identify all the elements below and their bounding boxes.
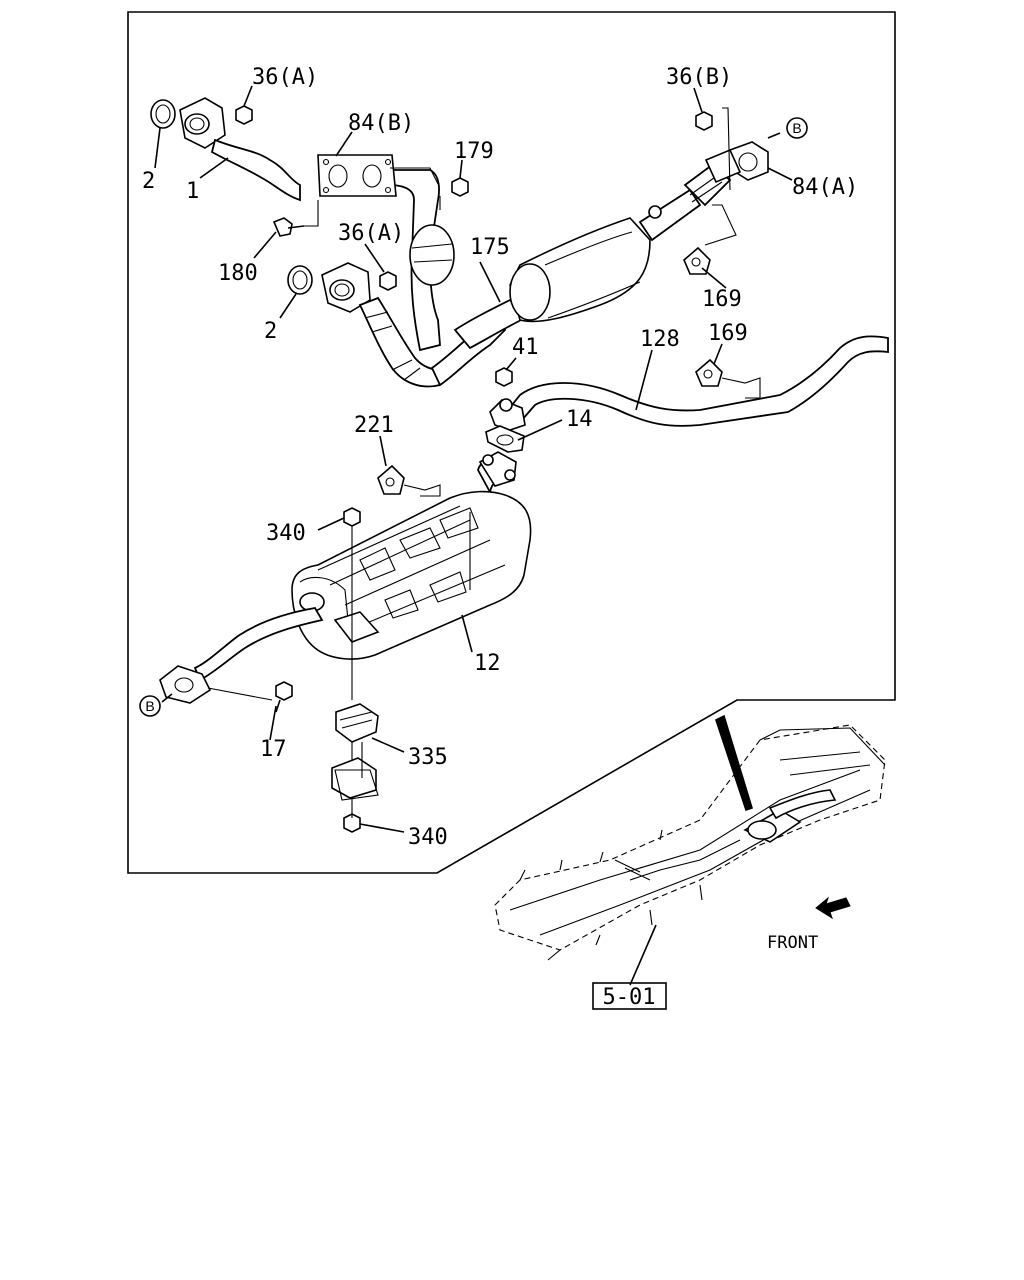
svg-text:5-01: 5-01	[603, 985, 656, 1010]
callout-14: 14	[566, 407, 593, 432]
callout-128: 128	[640, 327, 680, 352]
nut-36a-mid	[379, 271, 397, 291]
center-pipe	[489, 335, 889, 431]
callout-340-bot: 340	[408, 825, 448, 850]
nut-41	[495, 367, 513, 387]
callout-175: 175	[470, 235, 510, 260]
detail-frame	[127, 11, 896, 874]
reference-box: 5-01	[592, 982, 667, 1010]
bracket-335	[331, 703, 379, 799]
svg-text:B: B	[145, 698, 154, 714]
connector-b-left: B	[139, 695, 161, 717]
hanger-221	[377, 464, 441, 497]
callout-335: 335	[408, 745, 448, 770]
vehicle-frame-overview	[494, 714, 886, 986]
callout-36a-mid: 36(A)	[338, 221, 404, 246]
callout-12: 12	[474, 651, 501, 676]
gasket-14	[485, 425, 525, 453]
callout-36a-top: 36(A)	[252, 65, 318, 90]
callout-340-top: 340	[266, 521, 306, 546]
nut-36a-top	[235, 105, 253, 125]
hanger-169-top	[683, 246, 711, 275]
svg-text:B: B	[792, 120, 801, 136]
gasket-ring-2-mid	[287, 265, 313, 295]
callout-169-mid: 169	[708, 321, 748, 346]
gasket-84a	[704, 141, 769, 184]
muffler	[291, 451, 532, 660]
callout-2-mid: 2	[264, 319, 277, 344]
gasket-ring-2-top	[150, 99, 176, 129]
catalytic-converter	[453, 163, 732, 350]
callout-180: 180	[218, 261, 258, 286]
assembly-lines	[207, 107, 737, 818]
callout-221: 221	[354, 413, 394, 438]
callout-169-top: 169	[702, 287, 742, 312]
callout-179: 179	[454, 139, 494, 164]
front-arrow-icon	[815, 896, 851, 920]
bolt-180	[272, 217, 305, 237]
callout-17: 17	[260, 737, 287, 762]
connector-b-right: B	[786, 117, 808, 139]
leader-lines	[154, 85, 793, 833]
nut-179	[451, 177, 469, 197]
callout-2-top: 2	[142, 169, 155, 194]
tail-pipe	[159, 607, 324, 704]
callout-1: 1	[186, 179, 199, 204]
callout-41: 41	[512, 335, 539, 360]
callout-36b: 36(B)	[666, 65, 732, 90]
hanger-169-mid	[695, 358, 761, 399]
nut-340-top	[343, 507, 361, 527]
front-label: FRONT	[767, 933, 818, 953]
down-pipe	[387, 169, 455, 352]
nut-36b	[695, 111, 713, 131]
bolt-17	[275, 681, 293, 713]
callout-84a: 84(A)	[792, 175, 858, 200]
callout-84b: 84(B)	[348, 111, 414, 136]
gasket-84b	[317, 154, 397, 197]
